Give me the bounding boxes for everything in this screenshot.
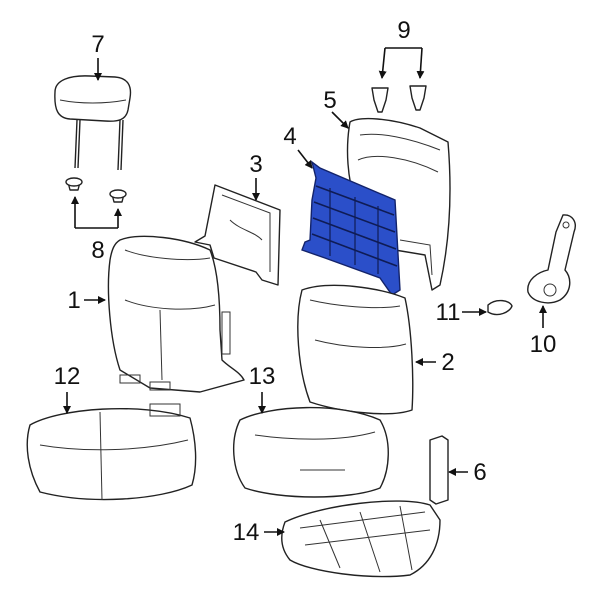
recliner-part [527, 214, 576, 304]
callout-14: 14 [233, 519, 260, 546]
seat-back-cover-part [107, 235, 245, 393]
callout-1: 1 [67, 287, 80, 314]
callout-5: 5 [323, 87, 336, 114]
seat-back-frame-part [346, 117, 451, 291]
callout-6: 6 [473, 459, 486, 486]
trim-strip-part [429, 435, 449, 505]
leader-lines [63, 47, 547, 536]
callout-4: 4 [283, 123, 296, 150]
seat-frame-part [281, 500, 441, 578]
callout-2: 2 [441, 349, 454, 376]
seat-cushion-cover-part [26, 403, 197, 501]
seat-back-pad-part [297, 284, 414, 415]
lumbar-support-part [301, 160, 401, 296]
headrest-part [54, 75, 132, 171]
headrest-guides-part [65, 177, 127, 203]
callout-11: 11 [436, 299, 461, 326]
callout-3: 3 [249, 151, 262, 178]
guide-clips-part [371, 85, 427, 113]
callout-9: 9 [397, 17, 410, 44]
callout-13: 13 [249, 363, 276, 390]
callout-8: 8 [91, 237, 104, 264]
callout-10: 10 [530, 331, 557, 358]
seat-cushion-pad-part [232, 406, 389, 498]
callout-7: 7 [91, 31, 104, 58]
seat-back-panel-part [194, 184, 281, 286]
recliner-knob-part [487, 299, 513, 316]
callout-12: 12 [54, 363, 81, 390]
